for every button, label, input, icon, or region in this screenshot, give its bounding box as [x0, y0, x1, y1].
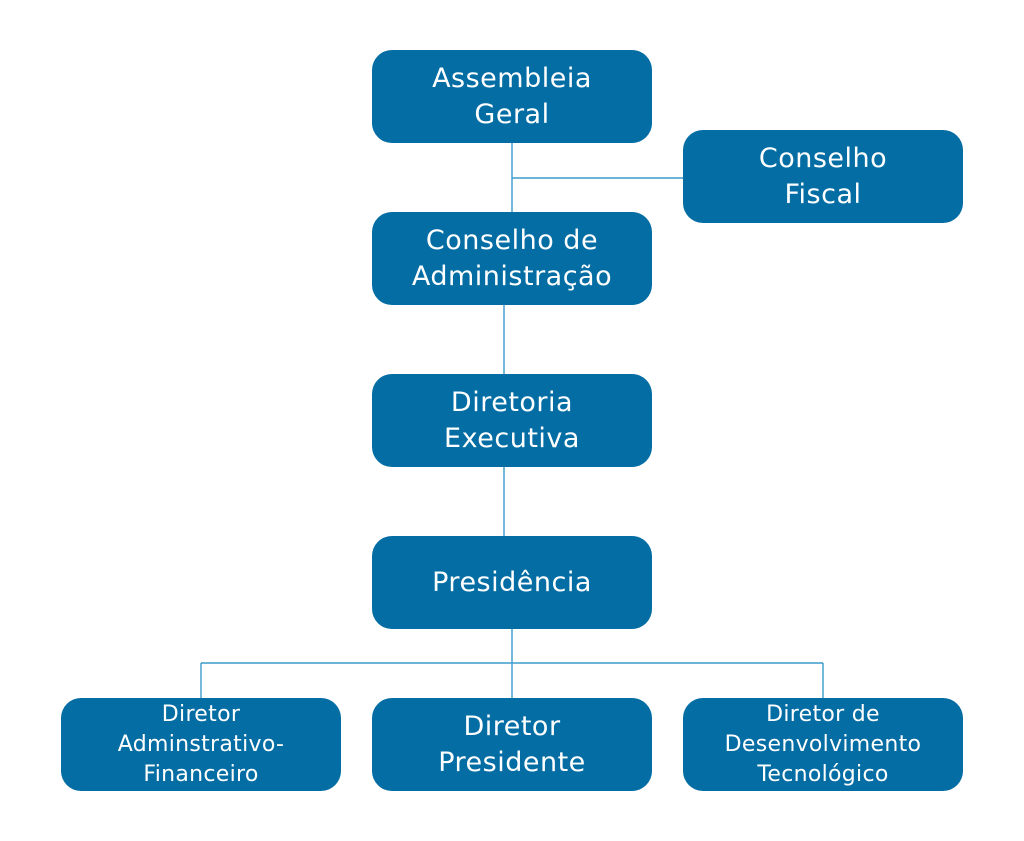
node-label-line: Diretoria: [450, 386, 574, 418]
node-label-line: Tecnológico: [757, 761, 889, 787]
node-diretoria-executiva: Diretoria Executiva: [372, 374, 652, 467]
node-label-line: Diretor: [161, 701, 241, 727]
node-label-line: Assembleia: [432, 62, 592, 94]
node-label-line: Desenvolvimento: [724, 731, 922, 757]
node-label-line: Financeiro: [143, 761, 259, 787]
node-conselho-fiscal: Conselho Fiscal: [683, 130, 963, 223]
node-label-line: Diretor de: [766, 701, 880, 727]
node-label-line: Conselho de: [425, 224, 599, 256]
node-label-line: Presidente: [438, 746, 586, 778]
node-label-line: Administração: [411, 260, 613, 292]
node-diretor-desenvolvimento-tecnologico: Diretor de Desenvolvimento Tecnológico: [683, 698, 963, 791]
node-label-line: Geral: [474, 98, 550, 130]
node-label-line: Conselho: [758, 142, 888, 174]
node-assembleia-geral: Assembleia Geral: [372, 50, 652, 143]
node-label-line: Presidência: [432, 566, 592, 598]
node-label-line: Executiva: [444, 422, 580, 454]
node-label-line: Diretor: [463, 710, 561, 742]
node-diretor-presidente: Diretor Presidente: [372, 698, 652, 791]
node-conselho-administracao: Conselho de Administração: [372, 212, 652, 305]
node-presidencia: Presidência: [372, 536, 652, 629]
node-label-line: Fiscal: [784, 178, 862, 210]
node-diretor-administrativo-financeiro: Diretor Adminstrativo- Financeiro: [61, 698, 341, 791]
node-label-line: Adminstrativo-: [117, 731, 285, 757]
